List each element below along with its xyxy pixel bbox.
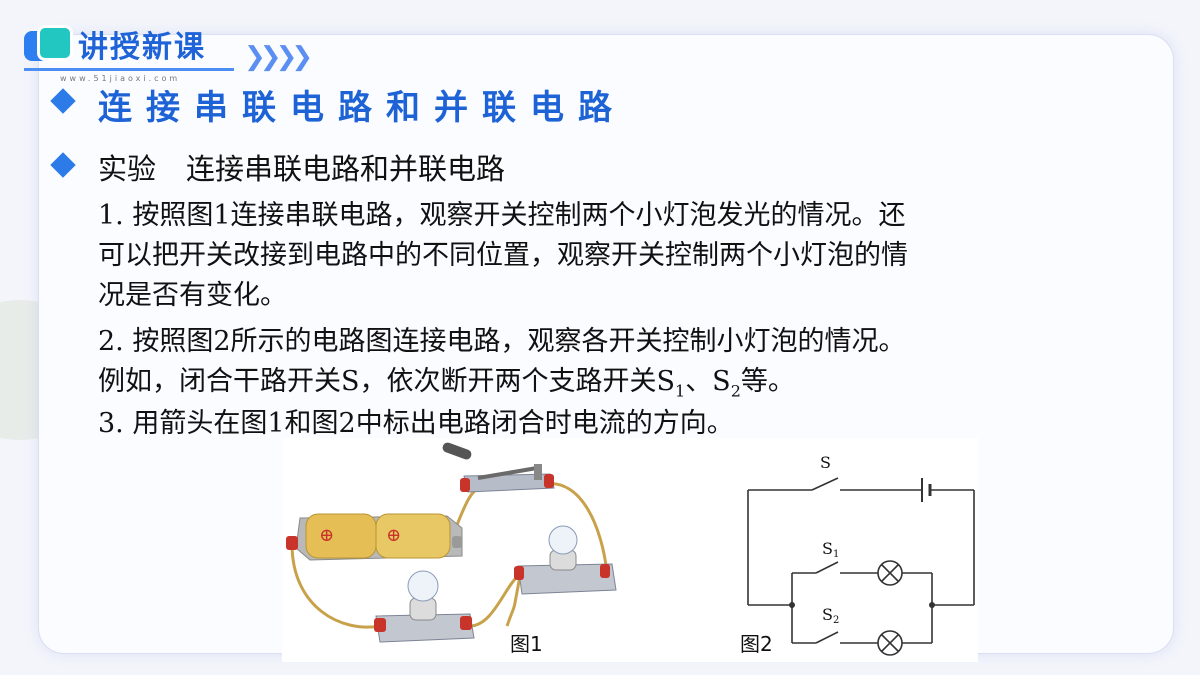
instruction-1-line-a: 1. 按照图1连接串联电路，观察开关控制两个小灯泡发光的情况。还 (98, 200, 906, 231)
instruction-1: 1. 按照图1连接串联电路，观察开关控制两个小灯泡发光的情况。还 可以把开关改接… (98, 196, 1158, 316)
experiment-heading: 实验连接串联电路和并联电路 (98, 146, 505, 188)
figure-2-caption: 图2 (740, 632, 773, 656)
section-badge-icon (24, 25, 74, 69)
experiment-label: 实验 (98, 152, 157, 186)
switch-s-label: S (820, 453, 831, 472)
switch-s1-label: S1 (822, 539, 839, 560)
battery-plus-icon: ⊕ (386, 525, 401, 546)
switch-s2-label: S2 (822, 605, 839, 626)
battery-plus-icon: ⊕ (319, 525, 334, 546)
instruction-1-line-c: 况是否有变化。 (98, 280, 287, 311)
experiment-title: 连接串联电路和并联电路 (186, 152, 506, 186)
instruction-1-line-b: 可以把开关改接到电路中的不同位置，观察开关控制两个小灯泡的情 (98, 240, 908, 271)
page-title: 连接串联电路和并联电路 (98, 88, 626, 128)
figure-1-illustration: ⊕ ⊕ (286, 442, 975, 656)
figures-panel: ⊕ ⊕ (282, 438, 978, 662)
instruction-2-line-a: 2. 按照图2所示的电路图连接电路，观察各开关控制小灯泡的情况。 (98, 326, 906, 357)
section-tag: 讲授新课 (78, 30, 206, 65)
figure-2-schematic (747, 477, 975, 656)
instruction-2: 2. 按照图2所示的电路图连接电路，观察各开关控制小灯泡的情况。 例如，闭合干路… (98, 322, 1158, 411)
section-underline (24, 68, 234, 71)
instruction-2-line-b: 例如，闭合干路开关S，依次断开两个支路开关S1、S2等。 (98, 366, 795, 401)
figure-1-caption: 图1 (510, 632, 543, 656)
instruction-3: 3. 用箭头在图1和图2中标出电路闭合时电流的方向。 (98, 408, 734, 439)
site-watermark: www.51jiaoxi.com (60, 74, 181, 83)
chevrons-icon: ❯❯❯❯ (244, 42, 313, 72)
